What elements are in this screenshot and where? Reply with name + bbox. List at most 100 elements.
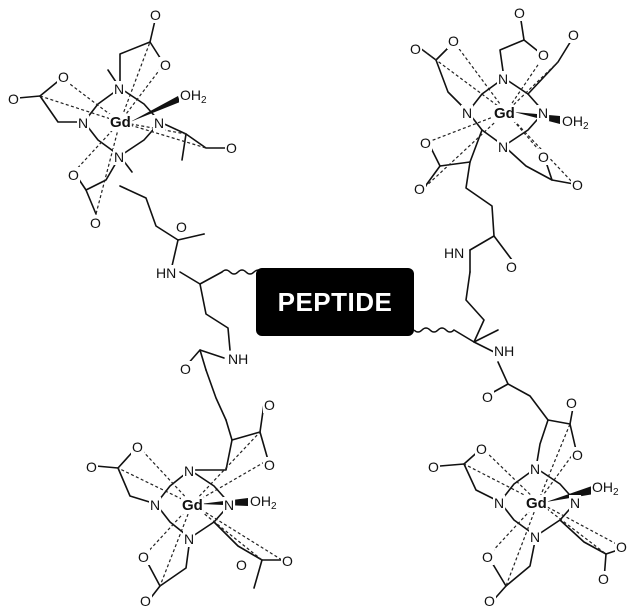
label-halo: [427, 459, 440, 475]
oxygen-label: O: [616, 539, 627, 555]
label-halo: [497, 71, 510, 87]
oxygen-label: O: [140, 593, 151, 608]
label-halo: [263, 457, 276, 473]
label-halo: [483, 593, 496, 608]
oxygen-label: O: [236, 557, 247, 573]
label-halo: [419, 135, 432, 151]
gadolinium-label: Gd: [182, 497, 203, 514]
peptide-core: PEPTIDE: [256, 268, 414, 336]
nitrogen-label: N: [114, 81, 124, 97]
label-halo: [131, 439, 144, 455]
peptide-label: PEPTIDE: [278, 287, 393, 317]
label-halo: [497, 139, 510, 155]
label-halo: [537, 47, 550, 63]
oxygen-label: O: [410, 41, 421, 57]
label-halo: [567, 27, 580, 43]
label-halo: [281, 553, 294, 569]
peptide-box: [256, 268, 414, 336]
label-halo: [175, 219, 188, 235]
oxygen-label: O: [68, 167, 79, 183]
label-halo: [7, 91, 20, 107]
nitrogen-label: N: [498, 71, 508, 87]
label-halo: [153, 115, 166, 131]
oxygen-label: O: [506, 259, 517, 275]
label-halo: [481, 549, 494, 565]
nitrogen-label: N: [78, 115, 88, 131]
water-label: OH2: [592, 479, 619, 498]
label-halo: [413, 181, 426, 197]
oxygen-label: O: [86, 459, 97, 475]
label-halo: [179, 361, 192, 377]
amide-hn-label: HN: [444, 245, 464, 261]
nitrogen-label: N: [184, 531, 194, 547]
label-halo: [181, 497, 204, 514]
oxygen-label: O: [226, 140, 237, 156]
label-halo: [571, 447, 584, 463]
label-halo: [447, 33, 460, 49]
label-halo: [513, 5, 526, 21]
atom-labels-upper-left: O O O O N N N N Gd OH2 O O O O HN: [7, 7, 238, 281]
oxygen-label: O: [264, 397, 275, 413]
gd-complex-upper-left: O O O O N N N N Gd OH2 O O O O HN: [7, 7, 238, 281]
oxygen-label: O: [572, 177, 583, 193]
nitrogen-label: N: [150, 497, 160, 513]
oxygen-label: O: [482, 389, 493, 405]
nitrogen-label: N: [498, 139, 508, 155]
amide-nh-label: NH: [494, 343, 514, 359]
oxygen-label: O: [566, 395, 577, 411]
label-halo: [85, 459, 98, 475]
label-halo: [223, 497, 236, 513]
label-halo: [225, 140, 238, 156]
water-label: OH2: [250, 493, 277, 512]
label-halo: [89, 215, 102, 231]
label-halo: [409, 41, 422, 57]
label-halo: [263, 397, 276, 413]
label-halo: [569, 495, 582, 511]
oxygen-label: O: [180, 361, 191, 377]
nitrogen-label: N: [184, 463, 194, 479]
label-halo: [529, 529, 542, 545]
nitrogen-label: N: [462, 105, 472, 121]
label-halo: [77, 115, 90, 131]
label-halo: [149, 7, 162, 23]
oxygen-label: O: [484, 593, 495, 608]
label-halo: [183, 531, 196, 547]
label-halo: [443, 245, 466, 261]
oxygen-label: O: [264, 457, 275, 473]
label-halo: [109, 114, 132, 131]
nitrogen-label: N: [114, 149, 124, 165]
label-halo: [537, 105, 550, 121]
oxygen-label: O: [420, 135, 431, 151]
nitrogen-label: N: [224, 497, 234, 513]
label-halo: [139, 593, 152, 608]
linker-upper-right: HN O: [443, 161, 518, 275]
label-halo: [183, 463, 196, 479]
label-halo: [461, 105, 474, 121]
oxygen-label: O: [428, 459, 439, 475]
oxygen-label: O: [538, 149, 549, 165]
oxygen-label: O: [132, 439, 143, 455]
oxygen-label: O: [598, 571, 609, 587]
water-label: OH2: [180, 87, 207, 106]
label-halo: [565, 395, 578, 411]
oxygen-label: O: [160, 57, 171, 73]
gd-complex-lower-left: O O O O N N N N Gd OH2 O O O O: [85, 397, 294, 608]
label-halo: [597, 571, 610, 587]
linker-upper-left: NH O: [179, 269, 263, 421]
label-halo: [137, 549, 150, 565]
atom-labels-lower-right: O O O O N N N N Gd OH2 O O O O: [427, 395, 628, 608]
oxygen-label: O: [138, 549, 149, 565]
gadolinium-label: Gd: [526, 495, 547, 512]
oxygen-label: O: [176, 219, 187, 235]
nitrogen-label: N: [538, 105, 548, 121]
label-halo: [615, 539, 628, 555]
label-halo: [227, 351, 250, 367]
label-halo: [159, 57, 172, 73]
label-halo: [67, 167, 80, 183]
label-halo: [481, 389, 494, 405]
label-halo: [493, 343, 516, 359]
label-halo: [561, 113, 590, 132]
label-halo: [57, 69, 70, 85]
label-halo: [493, 105, 516, 122]
atom-labels-lower-left: O O O O N N N N Gd OH2 O O O O: [85, 397, 294, 608]
